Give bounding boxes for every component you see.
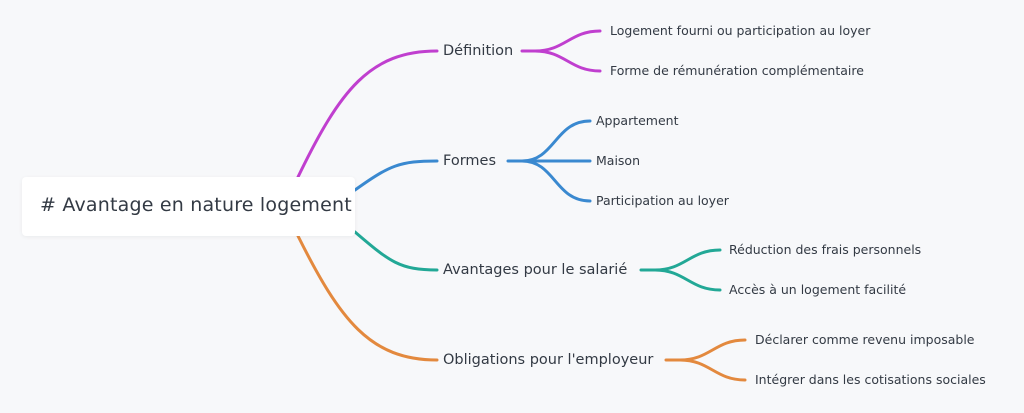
root-label: # Avantage en nature logement: [40, 194, 352, 216]
leaf-node[interactable]: Réduction des frais personnels: [729, 242, 922, 257]
leaf-node[interactable]: Logement fourni ou participation au loye…: [610, 23, 871, 38]
leaf-node[interactable]: Intégrer dans les cotisations sociales: [755, 372, 986, 387]
branch-obligations[interactable]: Obligations pour l'employeur: [443, 352, 654, 368]
formes-connectors: [353, 119, 592, 203]
leaf-node[interactable]: Accès à un logement facilité: [729, 282, 907, 297]
leaf-node[interactable]: Participation au loyer: [596, 193, 729, 208]
leaf-node[interactable]: Appartement: [596, 113, 679, 128]
branch-definition[interactable]: Définition: [443, 43, 514, 59]
branch-formes[interactable]: Formes: [443, 153, 497, 169]
definition-connectors: [296, 29, 602, 179]
obligations-connectors: [296, 234, 747, 382]
leaf-node[interactable]: Déclarer comme revenu imposable: [755, 332, 975, 347]
branch-avantages[interactable]: Avantages pour le salarié: [443, 262, 628, 278]
leaf-node[interactable]: Forme de rémunération complémentaire: [610, 63, 864, 78]
avantages-connectors: [353, 230, 722, 292]
leaf-node[interactable]: Maison: [596, 153, 641, 168]
root-node[interactable]: # Avantage en nature logement: [22, 177, 355, 236]
